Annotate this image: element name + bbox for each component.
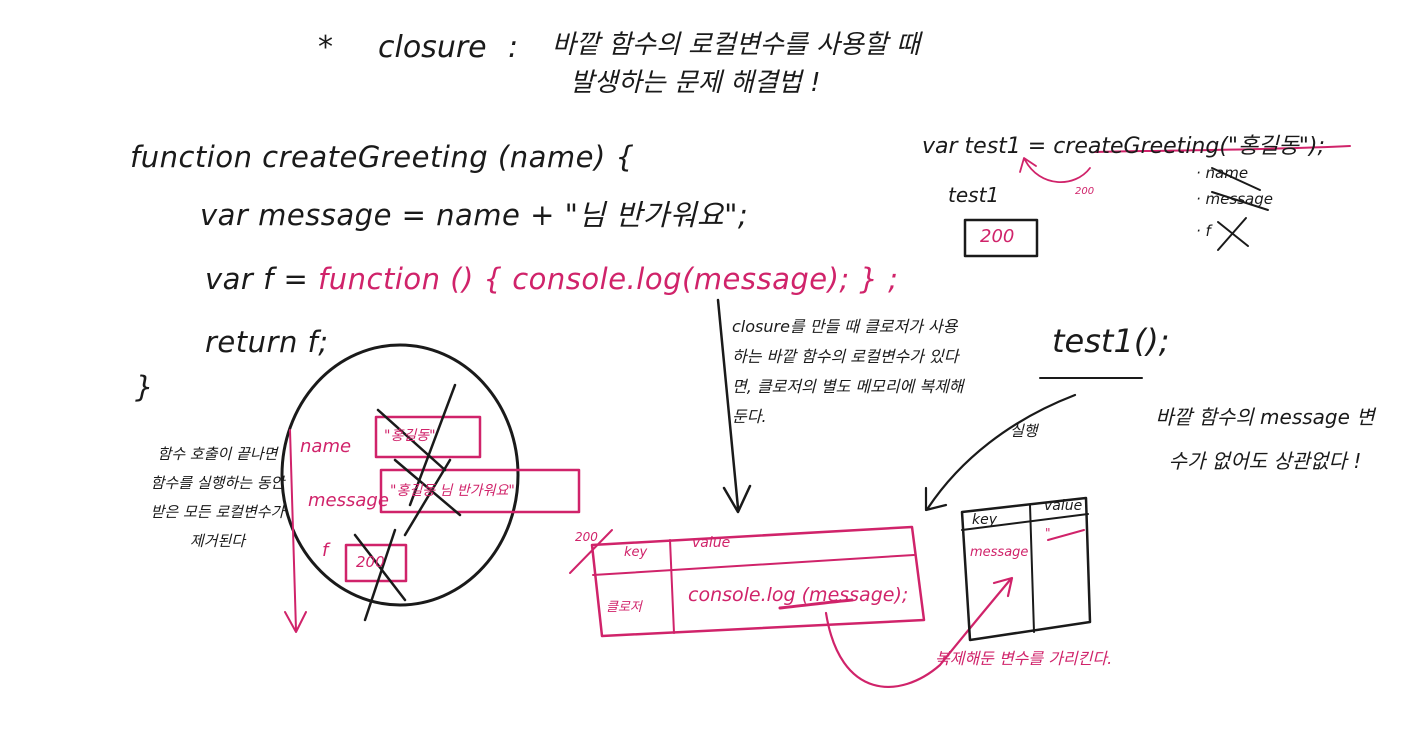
test1-box bbox=[963, 218, 1039, 258]
removed-mark bbox=[1211, 191, 1269, 211]
title-bullet: * bbox=[318, 30, 333, 65]
code-line-return: return f; bbox=[205, 325, 329, 359]
cross-out-mark bbox=[363, 528, 397, 622]
invocation-label: 실행 bbox=[1010, 422, 1038, 440]
closure-note: closure를 만들 때 클로저가 사용하는 바깥 함수의 로컬변수가 있다면… bbox=[732, 317, 964, 426]
scope-message-box bbox=[379, 468, 581, 514]
cross-out-mark bbox=[376, 408, 447, 472]
removed-message-text: message bbox=[1205, 190, 1273, 208]
scope-value-message: "홍길동 님 반가워요" bbox=[390, 483, 515, 499]
code-f-prefix: var f = bbox=[205, 262, 319, 296]
scope-key-message: message bbox=[308, 490, 389, 511]
copy-pointer-arrow bbox=[824, 576, 1014, 688]
closure-table-address: 200 bbox=[575, 530, 598, 544]
title-keyword: closure bbox=[378, 30, 487, 65]
closure-table-header-line bbox=[592, 554, 915, 576]
cross-out-mark bbox=[353, 533, 407, 602]
closure-table-col-line bbox=[669, 539, 675, 634]
code-line-var-message: var message = name + "님 반가워요"; bbox=[200, 192, 748, 234]
exec-table-header-value: value bbox=[1044, 498, 1083, 514]
assignment-arrow-label: 200 bbox=[1075, 186, 1095, 197]
exec-arrow bbox=[924, 393, 1077, 512]
test1-label: test1 bbox=[948, 183, 1000, 207]
exec-table-frame bbox=[960, 496, 1092, 642]
lifetime-arrow bbox=[284, 429, 307, 633]
title-line-1: 바깥 함수의 로컬변수를 사용할 때 bbox=[552, 30, 920, 60]
scope-value-name: "홍길동" bbox=[384, 428, 436, 444]
removed-name-text: name bbox=[1205, 164, 1249, 182]
removed-item-f: · f bbox=[1196, 222, 1211, 240]
closure-table-row-value: console.log (message); bbox=[688, 584, 909, 606]
invocation-note: 바깥 함수의 message 변수가 없어도 상관없다 ! bbox=[1155, 405, 1375, 473]
closure-table-header-key: key bbox=[624, 545, 648, 560]
note-arrow bbox=[716, 298, 752, 514]
cross-out-mark bbox=[408, 383, 457, 507]
closure-table-slash bbox=[569, 529, 613, 574]
code-line-function: function createGreeting (name) { bbox=[130, 140, 635, 174]
code-message-prefix: var message = name + bbox=[200, 198, 565, 232]
code-f-function: function () { console.log(message); } ; bbox=[318, 262, 899, 296]
exec-table-col-line bbox=[1029, 504, 1035, 633]
removed-mark bbox=[1211, 167, 1261, 191]
scope-side-note: 함수 호출이 끝나면 함수를 실행하는 동안 받은 모든 로컬변수가 제거된다 bbox=[150, 445, 285, 550]
return-arrow bbox=[1019, 157, 1091, 183]
title-colon: : bbox=[508, 30, 519, 65]
removed-f-text: f bbox=[1205, 222, 1211, 240]
removed-mark bbox=[1217, 217, 1247, 251]
test1-value: 200 bbox=[980, 226, 1015, 247]
scope-key-f: f bbox=[322, 540, 329, 561]
call-expression-underline bbox=[1094, 145, 1351, 153]
exec-table-row-key: message bbox=[970, 545, 1029, 560]
message-underline bbox=[778, 598, 854, 610]
cross-out-mark bbox=[403, 458, 452, 537]
closure-table-frame bbox=[590, 525, 926, 638]
cross-out-mark bbox=[393, 458, 462, 517]
assignment-statement: var test1 = createGreeting("홍길동"); bbox=[922, 134, 1325, 159]
exec-table-row-value: " bbox=[1045, 526, 1051, 540]
closure-table-header-value: value bbox=[692, 535, 731, 551]
copy-note: 복제해둔 변수를 가리킨다. bbox=[935, 649, 1113, 668]
scope-f-box bbox=[344, 543, 408, 583]
scope-circle bbox=[280, 343, 520, 607]
title-line-2: 발생하는 문제 해결법 ! bbox=[570, 68, 821, 98]
invocation-call: test1(); bbox=[1052, 322, 1170, 360]
exec-table-header-line bbox=[961, 513, 1089, 531]
code-message-string: "님 반가워요"; bbox=[564, 198, 749, 232]
removed-item-name: · name bbox=[1196, 164, 1249, 182]
exec-table-value-mark bbox=[1047, 529, 1085, 541]
scope-key-name: name bbox=[300, 436, 352, 457]
closure-table-row-key: 클로저 bbox=[606, 600, 642, 615]
scope-value-f: 200 bbox=[356, 553, 385, 571]
code-line-close: } bbox=[135, 370, 154, 404]
code-line-var-f: var f = function () { console.log(messag… bbox=[205, 262, 898, 296]
exec-table-header-key: key bbox=[972, 512, 998, 528]
removed-item-message: · message bbox=[1196, 190, 1273, 208]
